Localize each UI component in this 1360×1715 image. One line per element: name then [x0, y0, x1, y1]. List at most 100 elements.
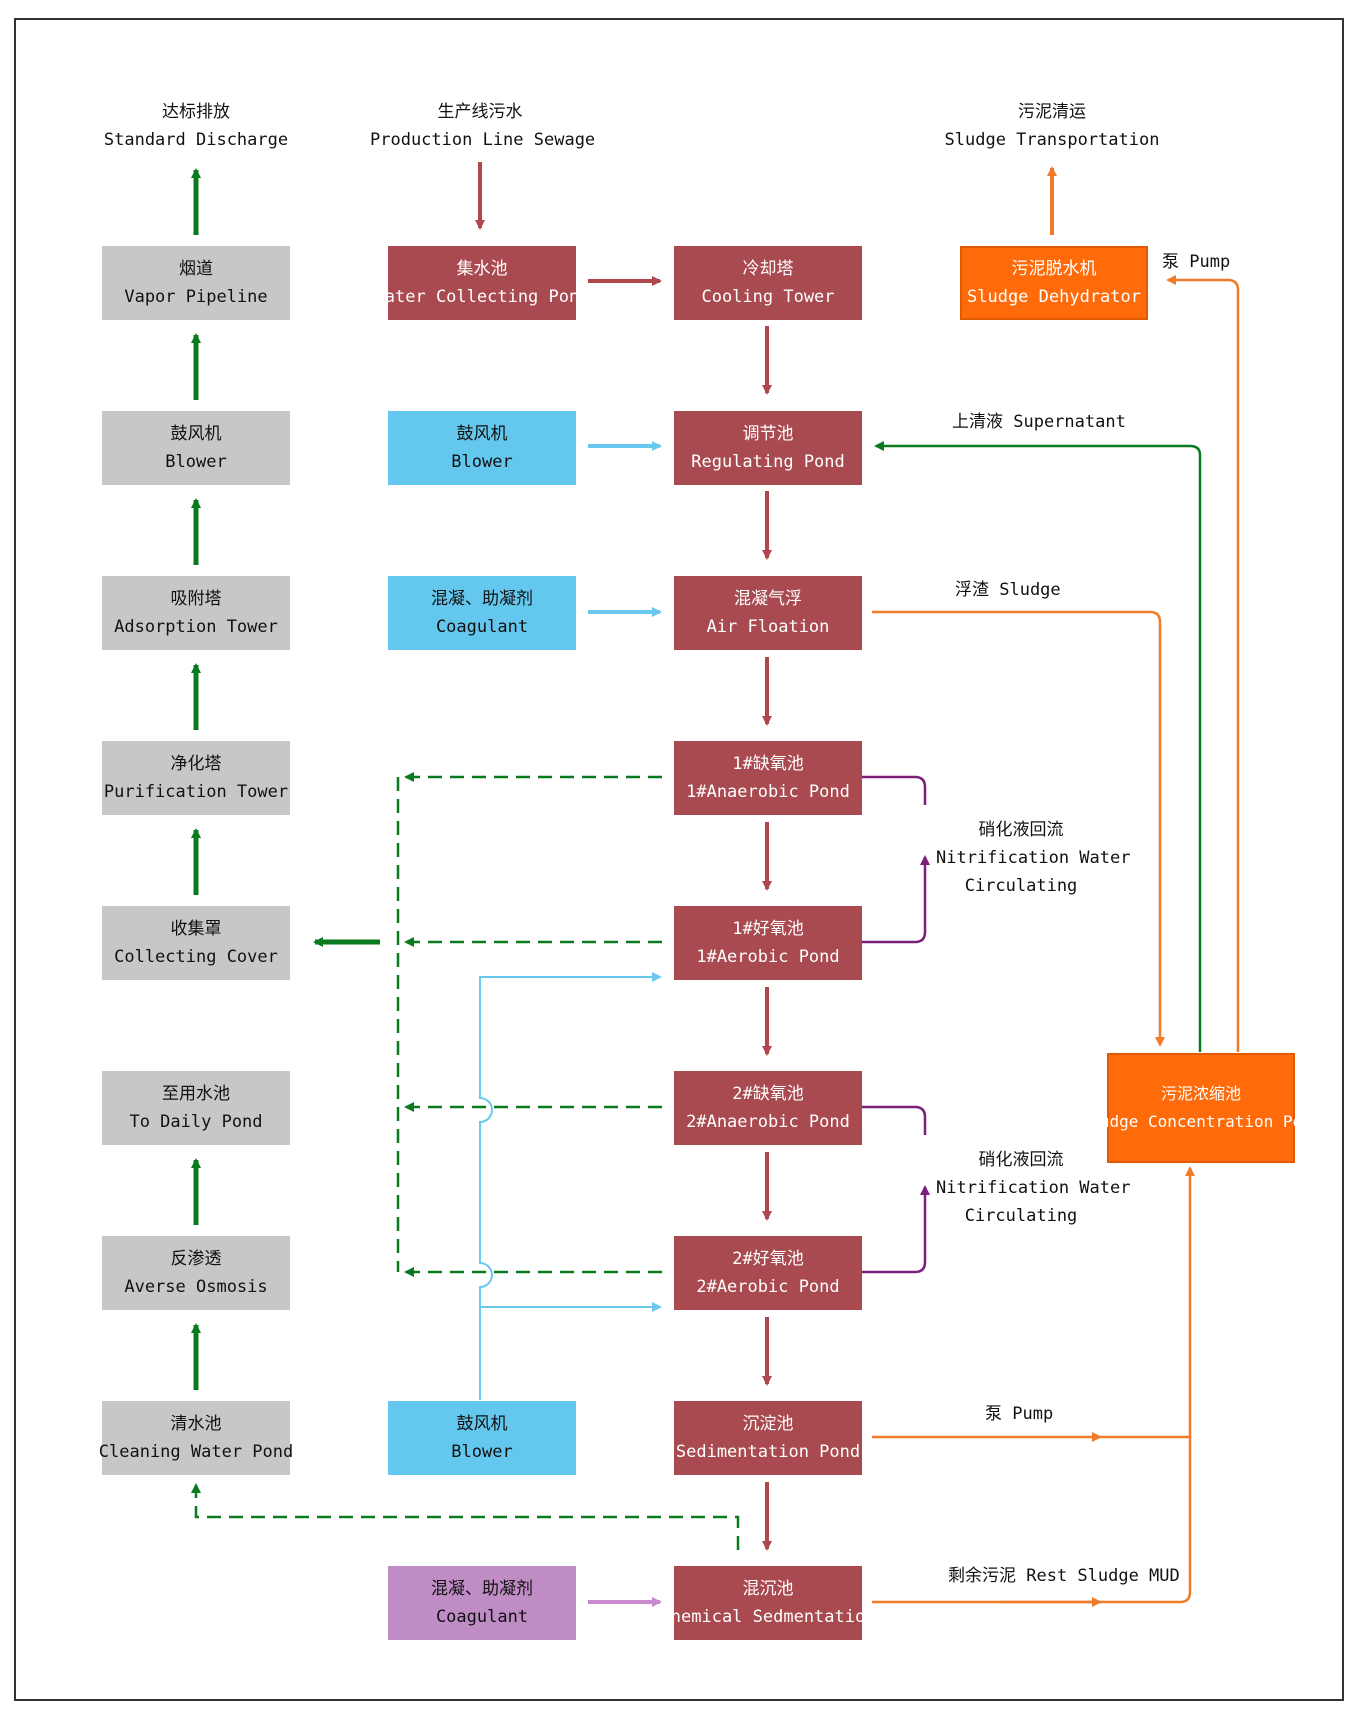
sedimentation-pond-en: Sedimentation Pond: [675, 1442, 861, 1462]
box-purification-tower: 净化塔 Purification Tower: [102, 741, 290, 815]
sludge-dehydrator-en: Sludge Dehydrator: [967, 287, 1141, 307]
aerobic-pond-2-cn: 2#好氧池: [732, 1249, 804, 1269]
coagulant-bottom-en: Coagulant: [435, 1607, 529, 1627]
label-pump-top: 泵 Pump: [1162, 248, 1230, 276]
sludge-lines: [872, 166, 1240, 1607]
water-collecting-pond-cn: 集水池: [456, 259, 508, 279]
blower-top-en: Blower: [451, 452, 513, 472]
supernatant-line: [874, 441, 1202, 1052]
aerobic-pond-1-cn: 1#好氧池: [732, 919, 804, 939]
blower-left-en: Blower: [165, 452, 227, 472]
chemical-sedimentation-cn: 混沉池: [742, 1579, 794, 1599]
box-regulating-pond: 调节池 Regulating Pond: [674, 411, 862, 485]
sludge-dehydrator-cn: 污泥脱水机: [1011, 259, 1097, 279]
box-vapor-pipeline: 烟道 Vapor Pipeline: [102, 246, 290, 320]
nitrification-loops: [862, 775, 930, 1274]
box-adsorption-tower: 吸附塔 Adsorption Tower: [102, 576, 290, 650]
sludge-concentration-pond-cn: 污泥浓缩池: [1160, 1084, 1241, 1103]
label-supernatant: 上清液 Supernatant: [952, 408, 1126, 436]
rest-sludge-text: 剩余污泥 Rest Sludge MUD: [948, 1566, 1180, 1586]
sludge-concentration-pond-en: Sludge Concentration Pond: [1080, 1112, 1322, 1131]
blue-aeration-lines: [479, 441, 662, 1400]
box-averse-osmosis: 反渗透 Averse Osmosis: [102, 1236, 290, 1310]
box-air-floation: 混凝气浮 Air Floation: [674, 576, 862, 650]
water-collecting-pond-en: Water Collecting Pond: [374, 287, 590, 307]
blower-bottom-cn: 鼓风机: [456, 1414, 508, 1434]
diagram-frame: [14, 18, 1344, 1701]
box-cleaning-water-pond: 清水池 Cleaning Water Pond: [98, 1401, 294, 1475]
label-sludge: 浮渣 Sludge: [955, 576, 1061, 604]
box-chemical-sedimentation: 混沉池 Chemical Sedmentation: [661, 1566, 875, 1640]
nitrification-2-cn: 硝化液回流: [978, 1150, 1064, 1170]
cleaning-water-pond-en: Cleaning Water Pond: [98, 1442, 294, 1462]
label-standard-discharge: 达标排放 Standard Discharge: [96, 98, 296, 154]
aerobic-pond-2-en: 2#Aerobic Pond: [696, 1277, 840, 1297]
main-flow-arrows: [475, 162, 772, 1551]
anaerobic-pond-2-cn: 2#缺氧池: [732, 1084, 804, 1104]
label-nitrification-1: 硝化液回流 Nitrification Water Circulating: [936, 816, 1130, 900]
box-anaerobic-pond-1: 1#缺氧池 1#Anaerobic Pond: [674, 741, 862, 815]
averse-osmosis-en: Averse Osmosis: [124, 1277, 268, 1297]
to-daily-pond-cn: 至用水池: [162, 1084, 230, 1104]
green-dashed-lines: [191, 772, 740, 1550]
blower-bottom-en: Blower: [451, 1442, 513, 1462]
production-line-sewage-cn: 生产线污水: [437, 102, 523, 122]
air-floation-cn: 混凝气浮: [734, 589, 802, 609]
box-sedimentation-pond: 沉淀池 Sedimentation Pond: [674, 1401, 862, 1475]
label-production-line-sewage: 生产线污水 Production Line Sewage: [370, 98, 596, 154]
vapor-pipeline-cn: 烟道: [179, 259, 213, 279]
coagulant-top-en: Coagulant: [435, 617, 529, 637]
blower-top-cn: 鼓风机: [456, 424, 508, 444]
box-anaerobic-pond-2: 2#缺氧池 2#Anaerobic Pond: [674, 1071, 862, 1145]
coagulant-top-cn: 混凝、助凝剂: [431, 589, 533, 609]
pump-bottom-text: 泵 Pump: [985, 1404, 1054, 1424]
box-blower-bottom: 鼓风机 Blower: [388, 1401, 576, 1475]
regulating-pond-cn: 调节池: [742, 424, 794, 444]
box-cooling-tower: 冷却塔 Cooling Tower: [674, 246, 862, 320]
adsorption-tower-en: Adsorption Tower: [114, 617, 278, 637]
chemical-sedimentation-en: Chemical Sedmentation: [660, 1607, 876, 1627]
label-sludge-transportation: 污泥清运 Sludge Transportation: [942, 98, 1162, 154]
sludge-text: 浮渣 Sludge: [955, 580, 1061, 600]
adsorption-tower-cn: 吸附塔: [170, 589, 222, 609]
box-water-collecting-pond: 集水池 Water Collecting Pond: [375, 246, 589, 320]
box-blower-left: 鼓风机 Blower: [102, 411, 290, 485]
box-coagulant-bottom: 混凝、助凝剂 Coagulant: [388, 1566, 576, 1640]
to-daily-pond-en: To Daily Pond: [129, 1112, 263, 1132]
box-sludge-dehydrator: 污泥脱水机 Sludge Dehydrator: [960, 246, 1148, 320]
box-collecting-cover: 收集罩 Collecting Cover: [102, 906, 290, 980]
vapor-pipeline-en: Vapor Pipeline: [124, 287, 268, 307]
collecting-cover-cn: 收集罩: [170, 919, 222, 939]
anaerobic-pond-1-cn: 1#缺氧池: [732, 754, 804, 774]
cooling-tower-cn: 冷却塔: [742, 259, 794, 279]
box-aerobic-pond-2: 2#好氧池 2#Aerobic Pond: [674, 1236, 862, 1310]
nitrification-1-en2: Circulating: [964, 876, 1078, 896]
pump-top-text: 泵 Pump: [1162, 252, 1231, 272]
purification-tower-en: Purification Tower: [103, 782, 289, 802]
nitrification-2-en2: Circulating: [964, 1206, 1078, 1226]
cleaning-water-pond-cn: 清水池: [170, 1414, 222, 1434]
box-coagulant-top: 混凝、助凝剂 Coagulant: [388, 576, 576, 650]
supernatant-text: 上清液 Supernatant: [952, 412, 1126, 432]
purification-tower-cn: 净化塔: [170, 754, 222, 774]
label-rest-sludge: 剩余污泥 Rest Sludge MUD: [948, 1562, 1180, 1590]
anaerobic-pond-1-en: 1#Anaerobic Pond: [686, 782, 850, 802]
production-line-sewage-en: Production Line Sewage: [370, 130, 596, 150]
air-floation-en: Air Floation: [706, 617, 830, 637]
anaerobic-pond-2-en: 2#Anaerobic Pond: [686, 1112, 850, 1132]
left-column-arrows: [191, 168, 380, 1390]
aerobic-pond-1-en: 1#Aerobic Pond: [696, 947, 840, 967]
box-aerobic-pond-1: 1#好氧池 1#Aerobic Pond: [674, 906, 862, 980]
collecting-cover-en: Collecting Cover: [114, 947, 278, 967]
standard-discharge-cn: 达标排放: [162, 102, 230, 122]
standard-discharge-en: Standard Discharge: [103, 130, 289, 150]
blower-left-cn: 鼓风机: [170, 424, 222, 444]
label-pump-bottom: 泵 Pump: [985, 1400, 1053, 1428]
box-sludge-concentration-pond: 污泥浓缩池 Sludge Concentration Pond: [1081, 1053, 1321, 1163]
box-blower-top: 鼓风机 Blower: [388, 411, 576, 485]
box-to-daily-pond: 至用水池 To Daily Pond: [102, 1071, 290, 1145]
regulating-pond-en: Regulating Pond: [691, 452, 845, 472]
sludge-transportation-en: Sludge Transportation: [944, 130, 1160, 150]
coagulant-bottom-cn: 混凝、助凝剂: [431, 1579, 533, 1599]
